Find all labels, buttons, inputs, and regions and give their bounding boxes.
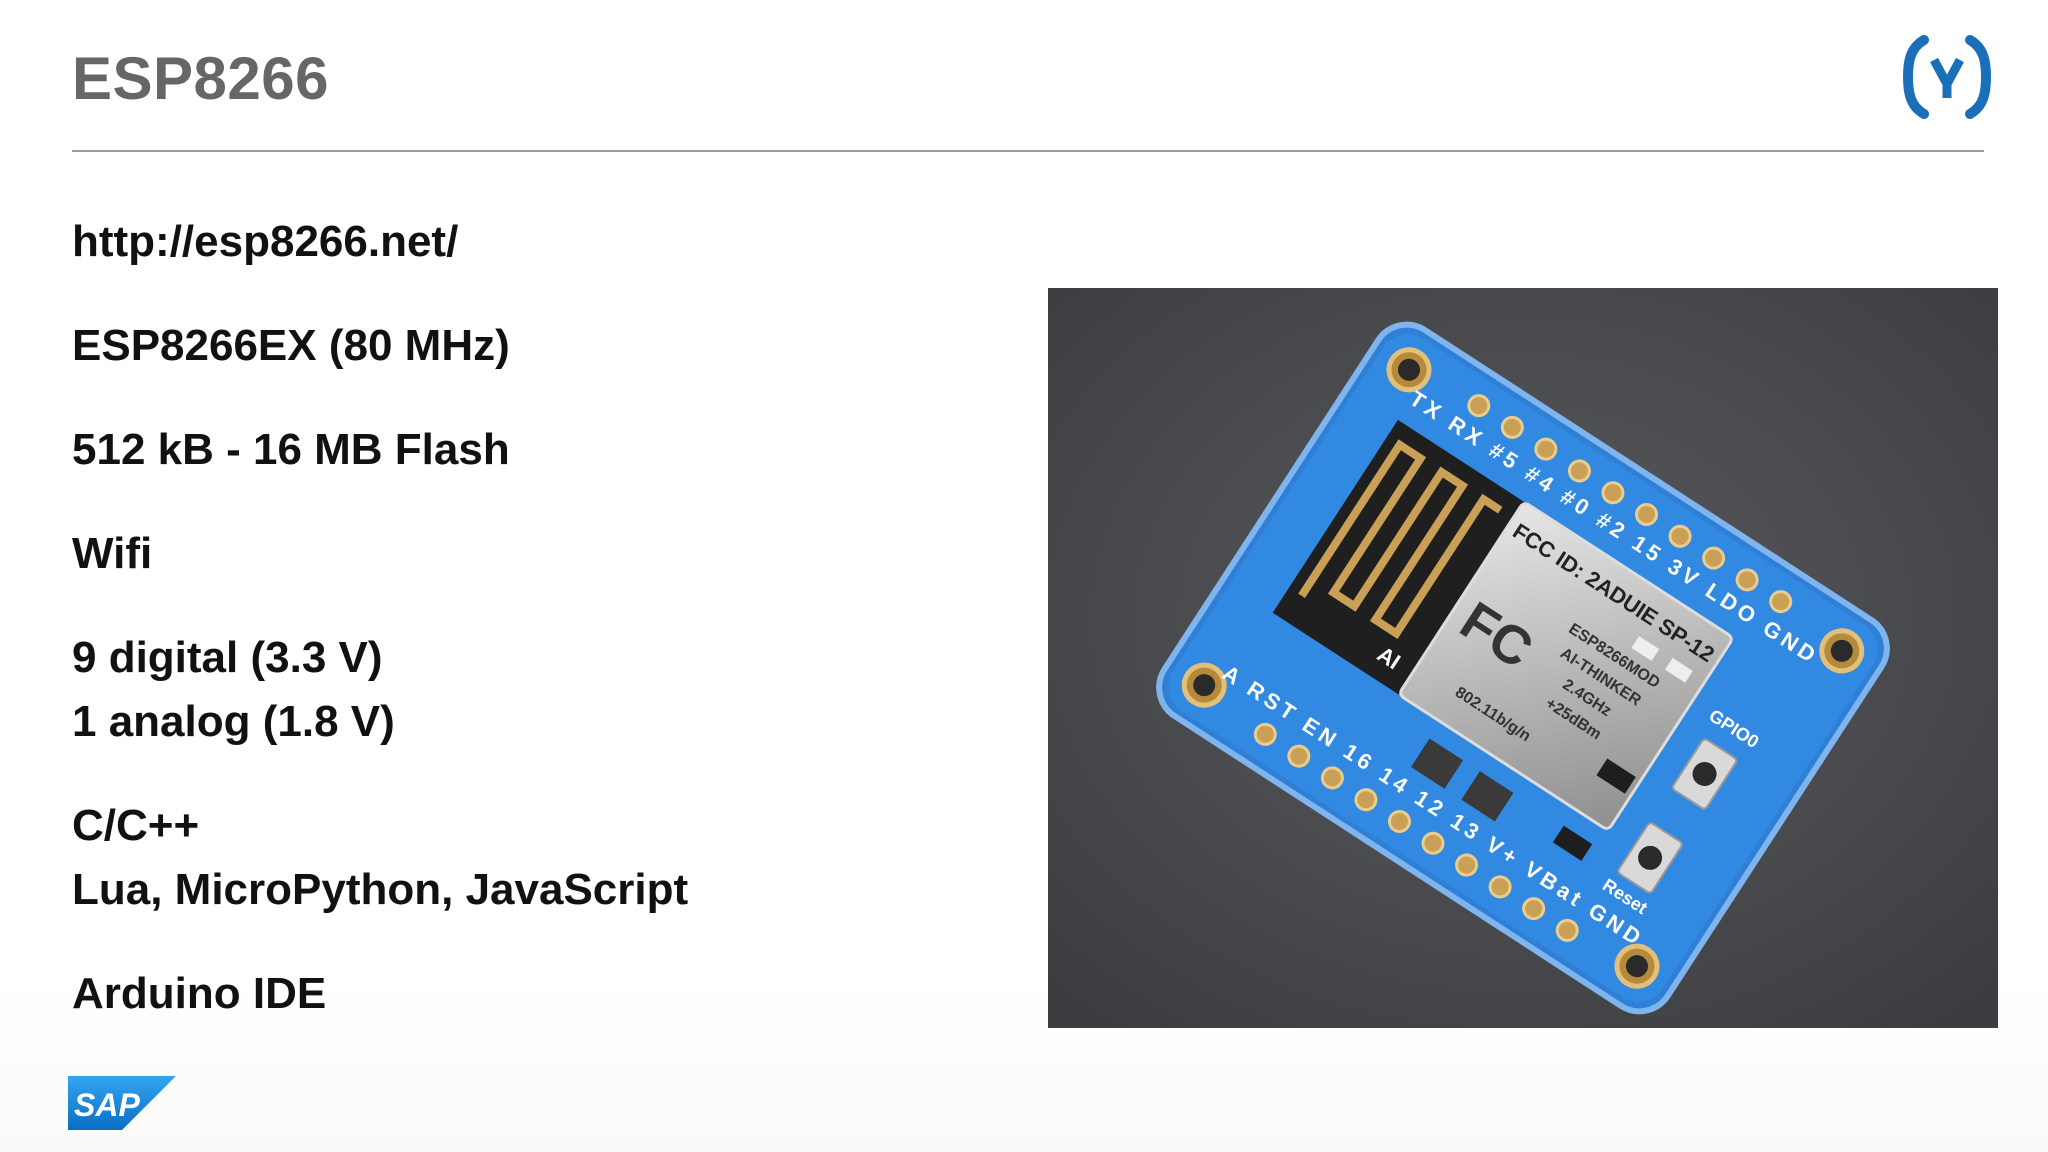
bullet-io: 9 digital (3.3 V) 1 analog (1.8 V) (72, 626, 1032, 754)
corner-logo-icon (1902, 35, 1992, 119)
bullet-ide: Arduino IDE (72, 962, 1032, 1026)
sap-logo-text: SAP (74, 1087, 140, 1123)
bullet-line: 9 digital (3.3 V) (72, 633, 383, 682)
sap-logo: SAP (68, 1076, 176, 1130)
bullet-line: Lua, MicroPython, JavaScript (72, 865, 689, 914)
bullet-wifi: Wifi (72, 522, 1032, 586)
bullet-line: http://esp8266.net/ (72, 217, 459, 266)
bullet-line: 1 analog (1.8 V) (72, 697, 395, 746)
bullet-line: Wifi (72, 529, 153, 578)
bullet-list: http://esp8266.net/ ESP8266EX (80 MHz) 5… (72, 210, 1032, 1066)
bottom-pin-row (1253, 722, 1579, 942)
rf-shield: FCC ID: 2ADUIE SP-12 ESP8266MOD AI-THINK… (1399, 502, 1733, 830)
bullet-chip: ESP8266EX (80 MHz) (72, 314, 1032, 378)
bullet-line: 512 kB - 16 MB Flash (72, 425, 510, 474)
bullet-url: http://esp8266.net/ (72, 210, 1032, 274)
bullet-line: Arduino IDE (72, 969, 327, 1018)
slide-title: ESP8266 (72, 45, 330, 112)
bullet-languages: C/C++ Lua, MicroPython, JavaScript (72, 794, 1032, 922)
bullet-flash: 512 kB - 16 MB Flash (72, 418, 1032, 482)
bullet-line: C/C++ (72, 801, 200, 850)
esp8266-board-photo: TX RX #5 #4 #0 #2 15 3V LDO GND A RST EN… (1048, 288, 1998, 1028)
bullet-line: ESP8266EX (80 MHz) (72, 321, 510, 370)
antenna-module: AI (1272, 419, 1524, 695)
title-divider (72, 150, 1984, 152)
top-pin-row (1467, 394, 1793, 614)
